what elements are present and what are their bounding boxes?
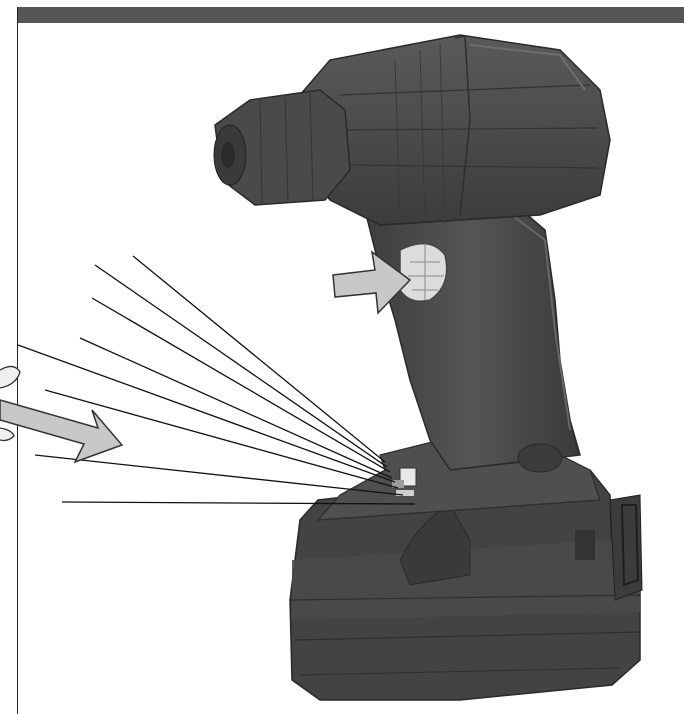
callout-line [34, 454, 404, 496]
indicator-arrow [0, 399, 124, 464]
trigger-arrow [332, 250, 412, 315]
finger-outline [0, 365, 21, 442]
callout-line [132, 255, 386, 463]
motor-housing [299, 34, 611, 226]
battery-pack [289, 469, 643, 701]
callout-line [17, 344, 396, 483]
left-margin-rule [17, 7, 18, 714]
callout-line [44, 389, 399, 489]
callout-line [94, 264, 388, 468]
callout-line [79, 337, 393, 479]
callout-lines [17, 255, 416, 505]
drill-chuck [213, 89, 351, 206]
callout-line [61, 501, 416, 505]
callout-line [91, 297, 391, 473]
trigger[interactable] [399, 242, 448, 302]
header-bar [18, 7, 684, 23]
drill-handle [364, 199, 581, 473]
